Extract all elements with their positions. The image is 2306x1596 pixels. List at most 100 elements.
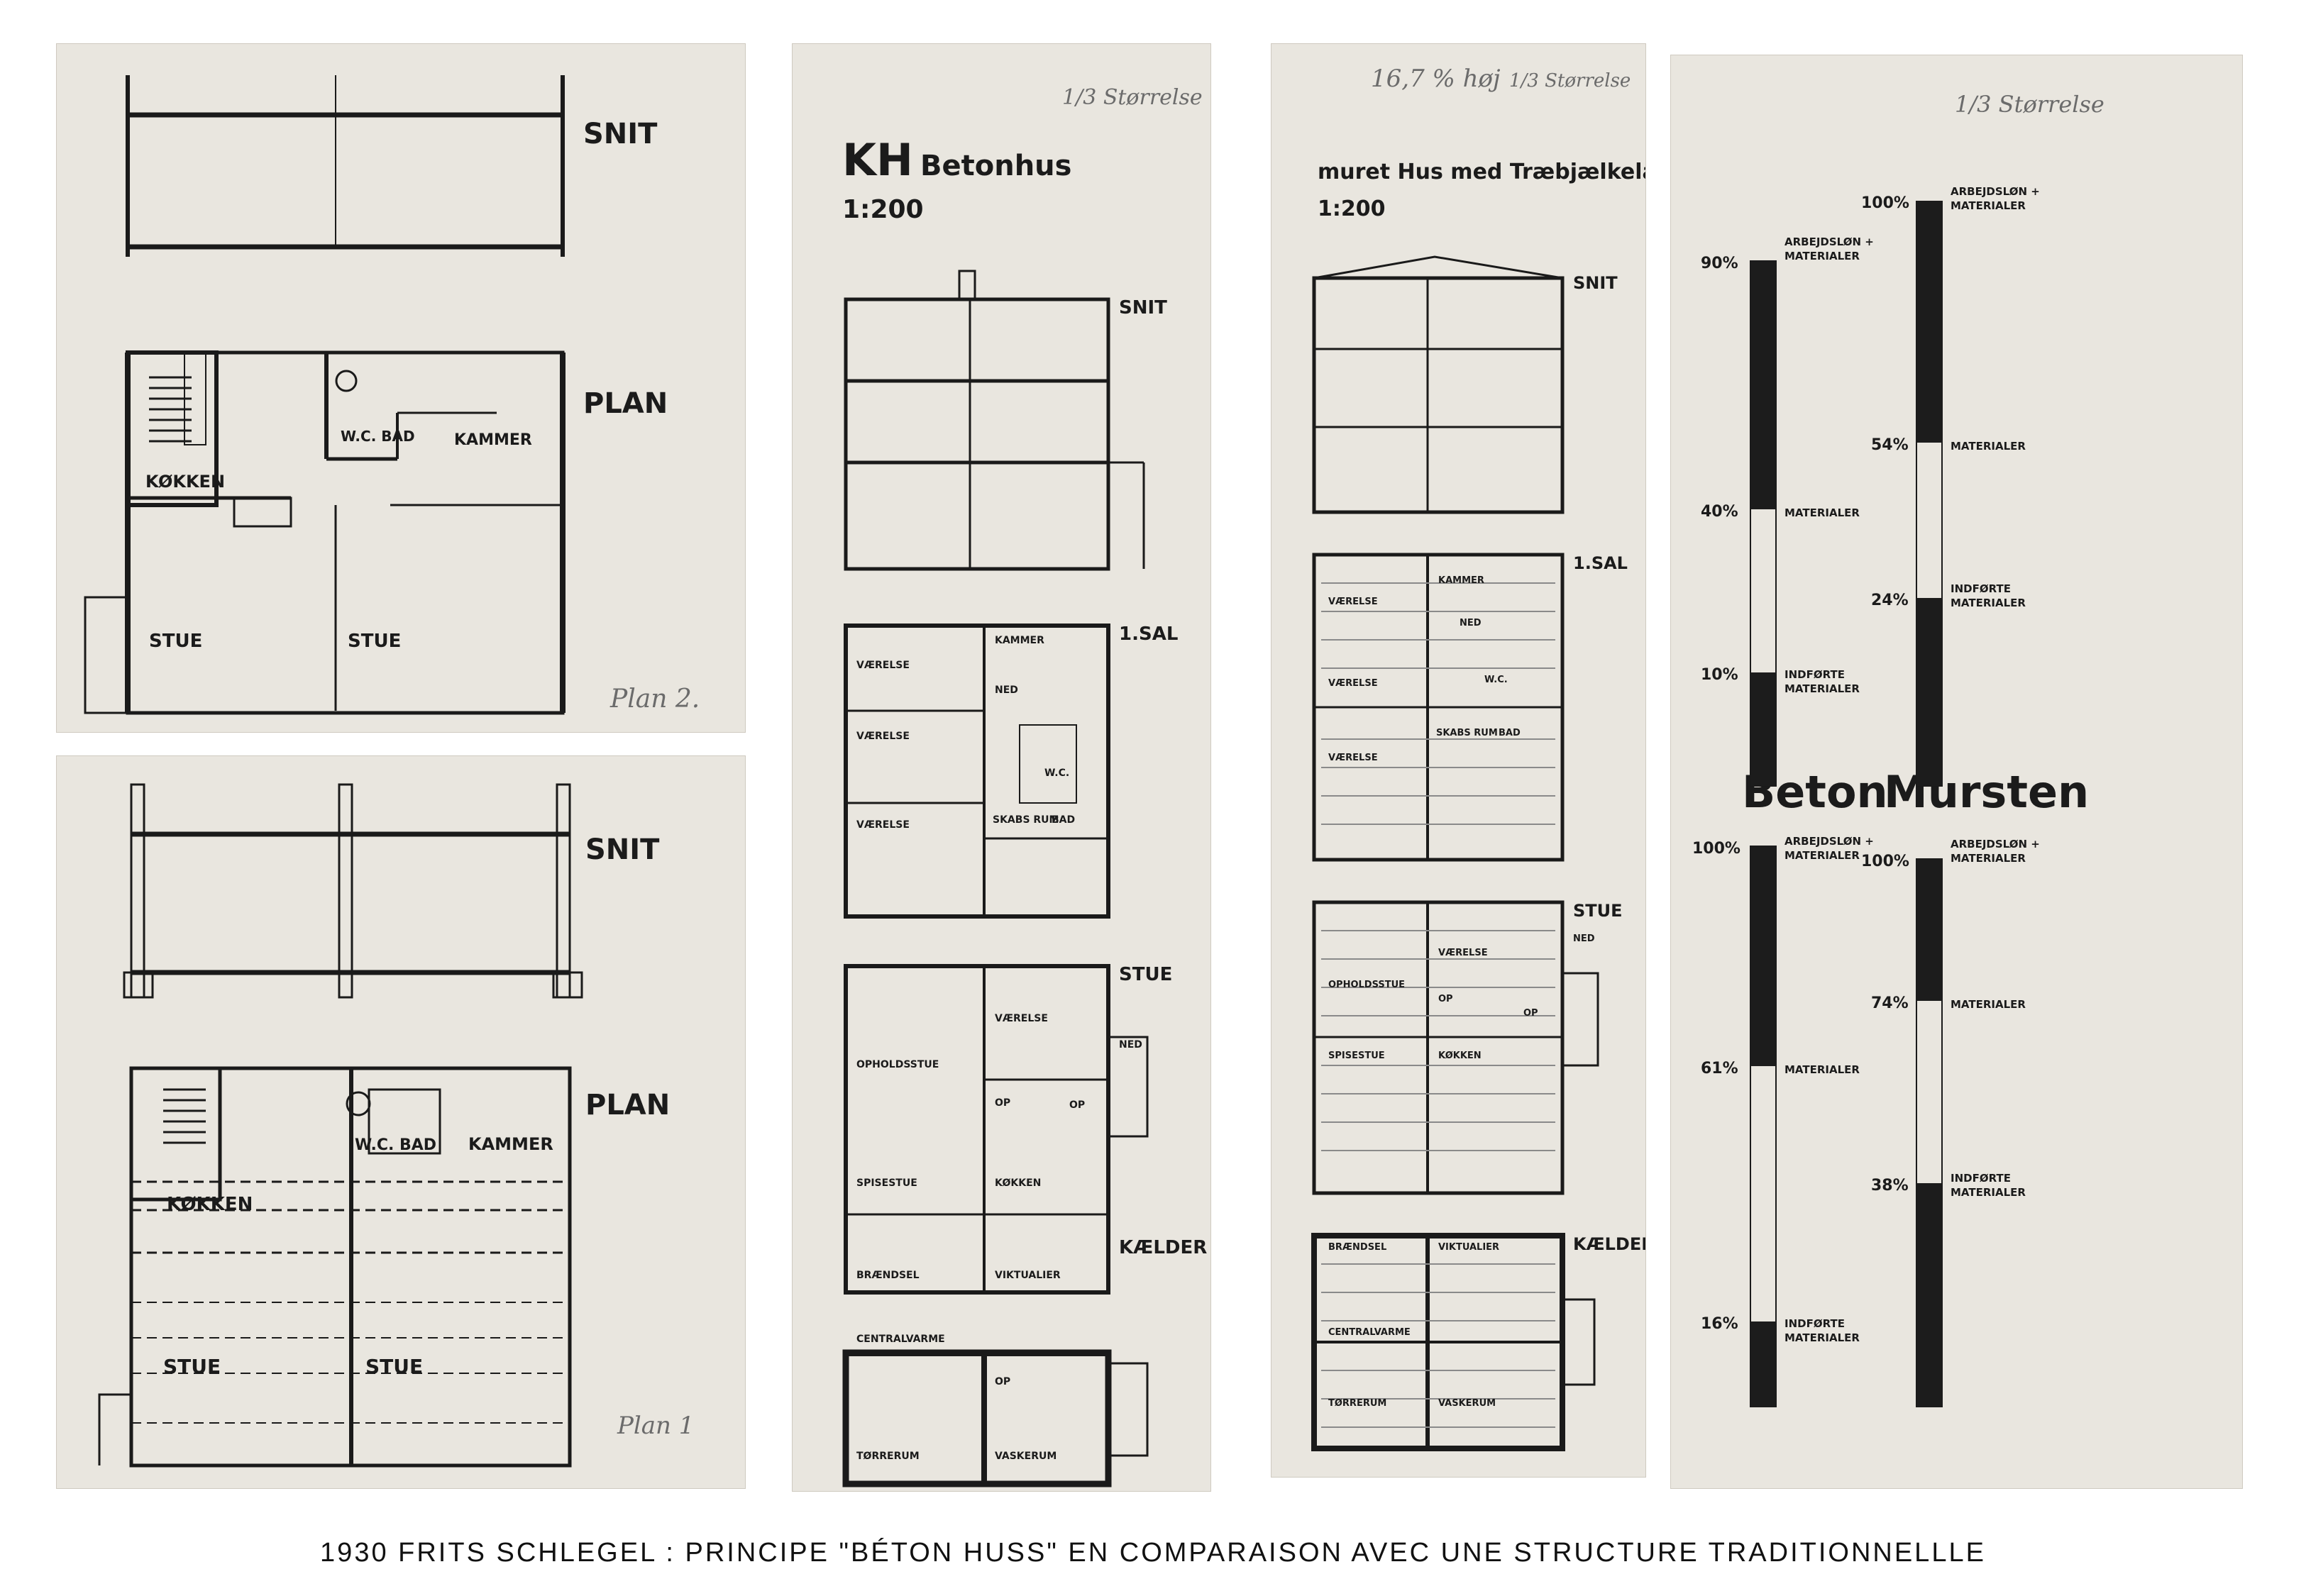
beton-room-kammer: KAMMER [995,635,1044,646]
beton-room-kokken: KØKKEN [995,1177,1041,1189]
murst-room-torrerum: TØRRERUM [1328,1398,1386,1409]
plan1-stue-left-label: STUE [163,1355,221,1378]
lower-murst-bar [1916,858,1943,1407]
plan1-kammer-label: KAMMER [468,1134,553,1154]
beton-room-vaerelse-3: VÆRELSE [856,819,910,831]
murst-snit-label: SNIT [1573,273,1618,293]
plan2-snit-label: SNIT [583,118,658,150]
murst-room-kammer: KAMMER [1438,575,1484,586]
plan2-note: Plan 2. [609,685,700,714]
plan2-plan-label: PLAN [583,387,668,420]
betonhus-sheet: 1/3 Størrelse KH Betonhus 1:200 [793,44,1210,1491]
plan1-stue-right-label: STUE [365,1355,423,1378]
murst-room-bad: BAD [1499,728,1521,738]
upper-murst-top-value: 100% [1861,194,1909,212]
caption: 1930 FRITS SCHLEGEL : PRINCIPE "BÉTON HU… [320,1538,1986,1568]
murst-room-centralvarme: CENTRALVARME [1328,1327,1411,1338]
plan1-plan-label: PLAN [585,1089,670,1121]
beton-room-ned-2: NED [1119,1039,1142,1051]
upper-murst-low-label-1: INDFØRTE [1951,582,2011,595]
plan2-kammer-label: KAMMER [454,431,532,449]
plan1-kokken-label: KØKKEN [167,1194,253,1215]
upper-murst-top-label-2: MATERIALER [1951,199,2026,212]
beton-scale-note: 1/3 Størrelse [1062,85,1203,110]
cost-comparison-drawing: 1/3 Størrelse Beton Mursten 90% ARBEJDSL… [1692,91,2104,1407]
lower-beton-top-label-1: ARBEJDSLØN + [1784,835,1874,848]
murst-height-note: 16,7 % høj [1371,65,1501,93]
upper-murst-top-label-1: ARBEJDSLØN + [1951,185,2040,198]
beton-room-ned-1: NED [995,685,1018,696]
murst-room-vaerelse-4: VÆRELSE [1438,948,1488,958]
beton-sal-label: 1.SAL [1119,624,1178,645]
beton-room-skabsrum: SKABS RUM [993,814,1059,826]
beton-room-op-3: OP [995,1376,1010,1387]
murst-room-braendsel: BRÆNDSEL [1328,1242,1386,1253]
upper-beton-low-value: 10% [1701,666,1738,684]
beton-scale: 1:200 [842,195,924,224]
beton-room-wc: W.C. [1044,767,1069,779]
murst-room-op-2: OP [1523,1008,1538,1019]
murst-room-op-1: OP [1438,994,1453,1004]
plan2-kokken-label: KØKKEN [145,472,225,492]
murst-title: muret Hus med Træbjælkelag [1318,160,1645,184]
murst-room-vaerelse-3: VÆRELSE [1328,753,1378,763]
murst-stue-label: STUE [1573,901,1623,921]
murst-room-spisestue: SPISESTUE [1328,1051,1385,1061]
upper-murst-low-value: 24% [1871,592,1909,609]
lower-beton-low-label-1: INDFØRTE [1784,1317,1845,1330]
beton-room-viktualier: VIKTUALIER [995,1270,1061,1281]
beton-room-bad: BAD [1052,814,1075,826]
beton-room-centralvarme: CENTRALVARME [856,1334,945,1345]
lower-murst-top-value: 100% [1861,853,1909,870]
beton-room-vaerelse-1: VÆRELSE [856,660,910,671]
lower-beton-low-value: 16% [1701,1315,1738,1333]
murst-room-wc: W.C. [1484,675,1508,685]
murst-kaelder-label: KÆLDER [1573,1234,1645,1254]
muret-hus-sheet: 16,7 % høj 1/3 Størrelse muret Hus med T… [1271,44,1645,1477]
plan1-snit-label: SNIT [585,833,660,866]
murst-room-kokken: KØKKEN [1438,1051,1482,1061]
upper-beton-low-label-1: INDFØRTE [1784,668,1845,681]
lower-murst-low-label-1: INDFØRTE [1951,1172,2011,1185]
upper-murst-mid-label: MATERIALER [1951,440,2026,453]
plan2-stue-right-label: STUE [348,631,401,652]
beton-room-vaerelse-2: VÆRELSE [856,731,910,742]
beton-room-vaskerum: VASKERUM [995,1451,1057,1462]
murst-room-vaskerum: VASKERUM [1438,1398,1496,1409]
murst-room-opholdsstue: OPHOLDSSTUE [1328,980,1405,990]
upper-beton-top-label-2: MATERIALER [1784,250,1860,262]
beton-room-opholdsstue: OPHOLDSSTUE [856,1059,939,1070]
beton-room-op-1: OP [995,1097,1010,1109]
upper-beton-low-label-2: MATERIALER [1784,682,1860,695]
murst-scale-note: 1/3 Størrelse [1509,70,1631,92]
beton-snit-label: SNIT [1119,297,1167,318]
lower-beton-top-value: 100% [1692,840,1740,858]
murst-scale: 1:200 [1318,196,1386,221]
lower-beton-top-label-2: MATERIALER [1784,849,1860,862]
plan1-note: Plan 1 [617,1412,694,1440]
beton-title-rest: Betonhus [920,150,1071,182]
murst-room-vaerelse-1: VÆRELSE [1328,597,1378,607]
lower-murst-top-label-2: MATERIALER [1951,852,2026,865]
upper-murst-mid-value: 54% [1871,436,1909,454]
lower-beton-mid-label: MATERIALER [1784,1063,1860,1076]
beton-title-kh: KH [842,134,913,186]
plan1-bad-label: W.C. BAD [355,1136,436,1154]
plan-1-sheet: SNIT PLAN W.C. BAD KAMMER KØKKEN STUE ST… [57,756,745,1488]
muret-hus-drawing: 16,7 % høj 1/3 Størrelse muret Hus med T… [1311,65,1645,1451]
lower-murst-low-label-2: MATERIALER [1951,1186,2026,1199]
beton-stue-label: STUE [1119,964,1172,985]
upper-murst-bar [1916,201,1943,787]
lower-beton-bar [1750,846,1777,1407]
betonhus-drawing: 1/3 Størrelse KH Betonhus 1:200 [842,85,1207,1487]
beton-room-op-2: OP [1069,1099,1085,1111]
lower-murst-mid-value: 74% [1871,994,1909,1012]
cost-scale-note: 1/3 Størrelse [1955,91,2104,118]
cost-comparison-sheet: 1/3 Størrelse Beton Mursten 90% ARBEJDSL… [1671,55,2242,1488]
beton-room-spisestue: SPISESTUE [856,1177,917,1189]
lower-murst-mid-label: MATERIALER [1951,998,2026,1011]
murst-room-viktualier: VIKTUALIER [1438,1242,1499,1253]
beton-room-torrerum: TØRRERUM [856,1451,920,1462]
plan-1-drawing: SNIT PLAN W.C. BAD KAMMER KØKKEN STUE ST… [98,783,694,1468]
lower-beton-mid-value: 61% [1701,1060,1738,1077]
